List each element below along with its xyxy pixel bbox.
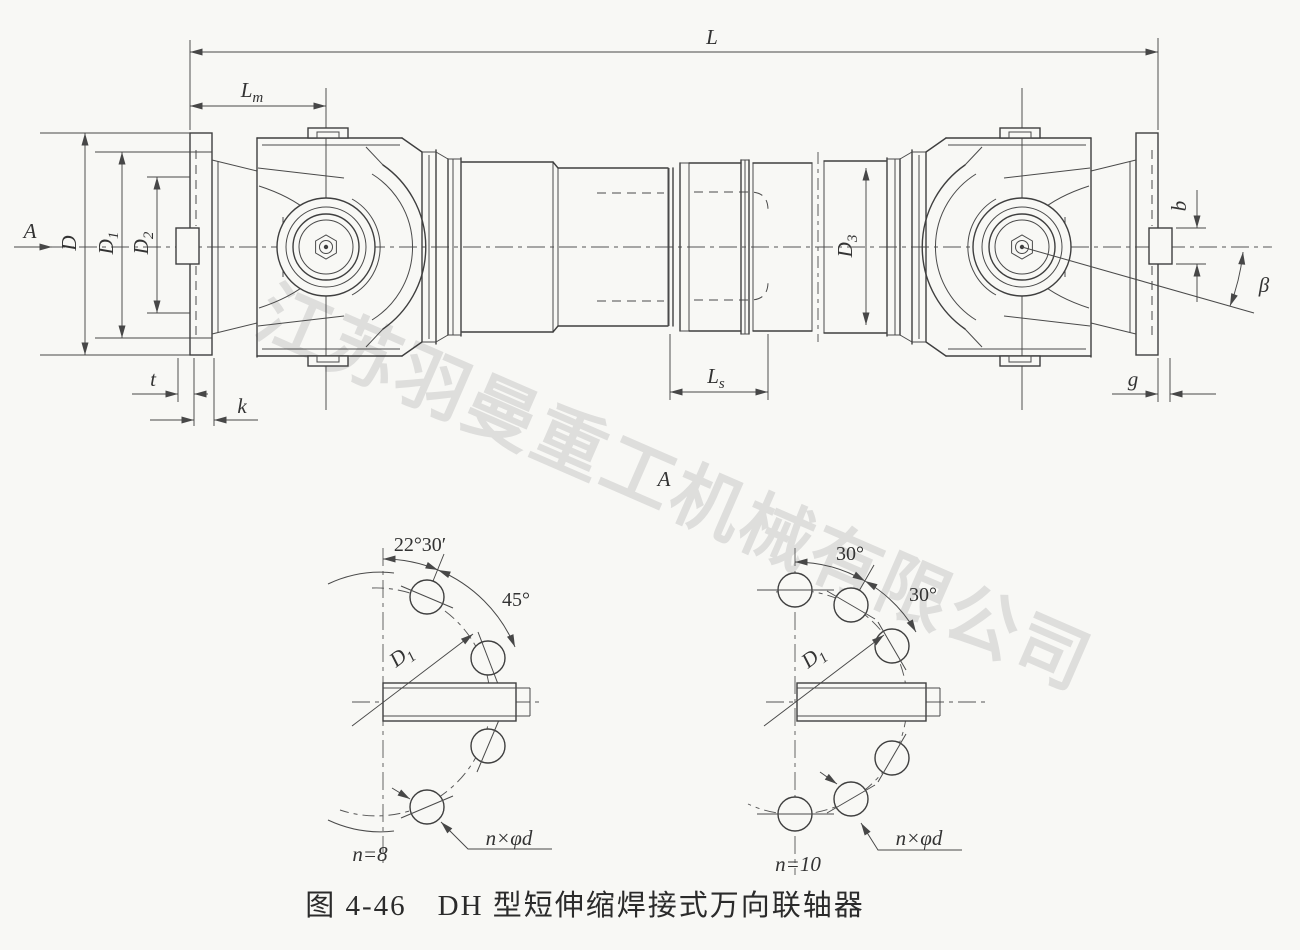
hole-count-label: n=10 (775, 852, 821, 876)
dim-label-L: L (705, 25, 718, 49)
dim-label-Ls: Ls (706, 364, 725, 392)
figure-caption: 图 4-46 DH 型短伸缩焊接式万向联轴器 (305, 889, 865, 922)
bolt-circle-label-D1: D1 (384, 639, 420, 676)
bolt-pattern-n8: 22°30′ 45° D1 n=8 n×φd (327, 534, 552, 868)
dim-label-beta: β (1258, 273, 1270, 297)
dim-label-t: t (150, 367, 157, 391)
angle-label-22-30: 22°30′ (394, 534, 446, 556)
hole-spec-label: n×φd (896, 826, 943, 850)
angle-label-45: 45° (502, 589, 530, 611)
dim-label-Lm: Lm (240, 78, 264, 106)
dim-label-D1: D1 (94, 232, 122, 256)
dim-label-D2: D2 (129, 231, 157, 255)
dim-label-D: D (57, 235, 81, 251)
angle-label-30a: 30° (836, 543, 864, 565)
dim-label-b: b (1167, 201, 1191, 212)
bolt-holes (400, 579, 506, 825)
centerlines (15, 88, 1272, 410)
telescopic-shaft (461, 152, 887, 342)
bolt-pattern-n10: 30° 30° D1 n=10 n×φd (747, 543, 986, 876)
dim-label-g: g (1128, 367, 1139, 391)
dim-label-D3: D3 (833, 235, 861, 259)
hole-count-label: n=8 (352, 842, 388, 866)
dimension-annotations: L Lm D D1 D2 D3 A Ls A t (14, 25, 1270, 491)
bolt-holes (757, 572, 910, 832)
section-arrow-label: A (22, 219, 37, 243)
bolt-circle-label-D1: D1 (796, 640, 832, 677)
hole-spec-label: n×φd (486, 826, 533, 850)
angle-label-30b: 30° (909, 584, 937, 606)
section-view-label: A (656, 467, 671, 491)
dim-label-k: k (237, 394, 247, 418)
